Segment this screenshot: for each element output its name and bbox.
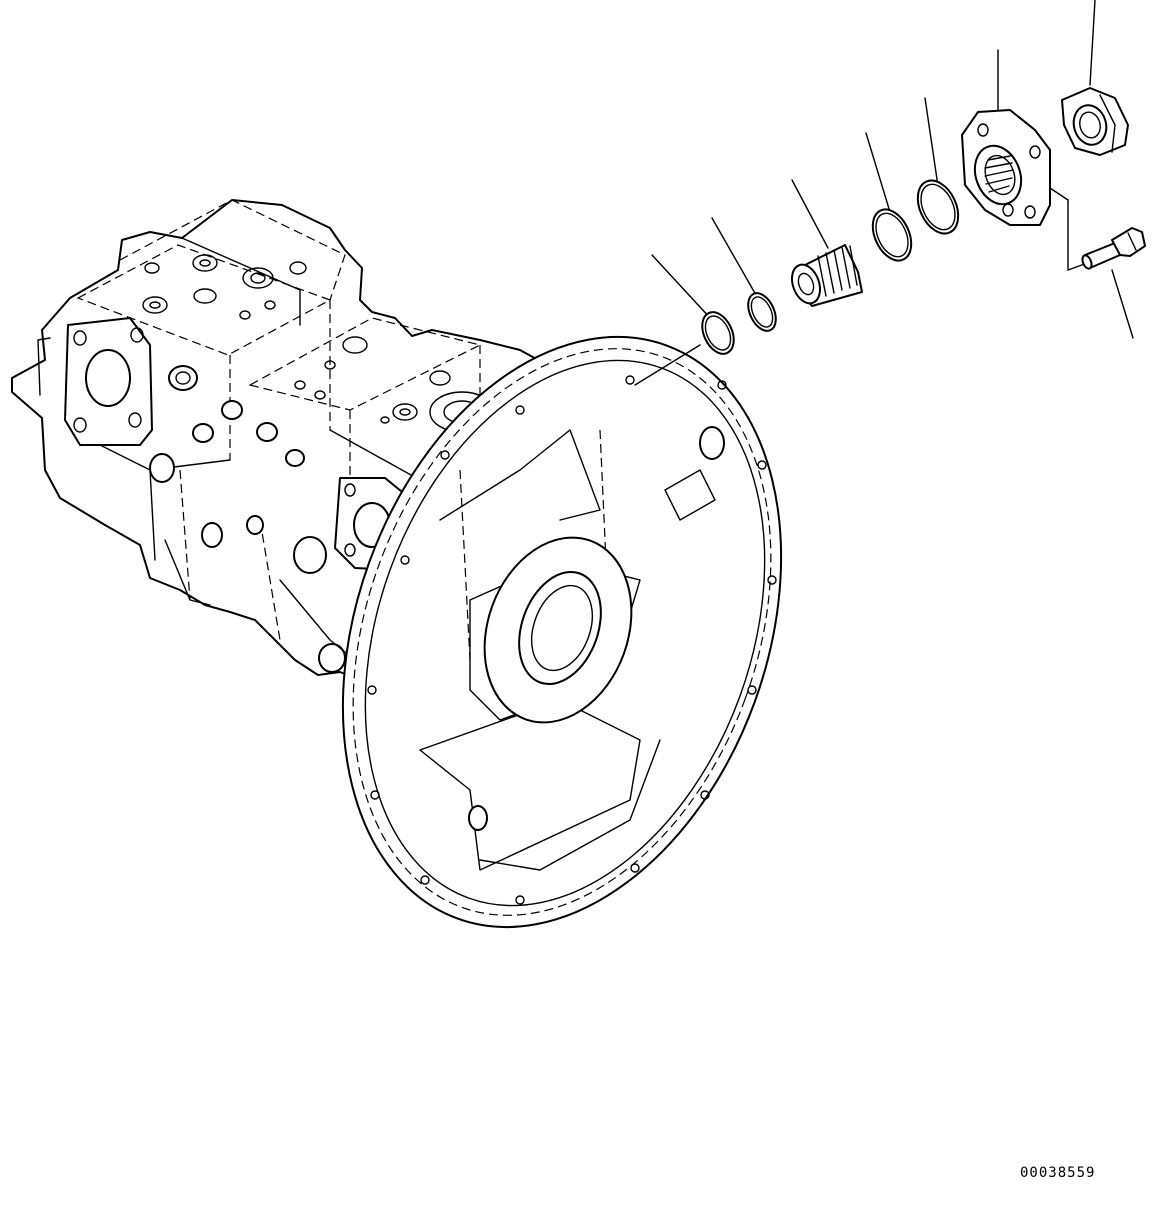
flywheel-housing [341, 335, 783, 929]
left-port-flange [64, 317, 153, 446]
o-ring-medium[interactable] [865, 132, 919, 267]
flange-bolt[interactable] [1049, 187, 1146, 339]
figure-number: 00038559 [1020, 1165, 1096, 1181]
threaded-bushing[interactable] [787, 179, 863, 307]
split-flange[interactable] [961, 49, 1051, 226]
valve-ports [142, 254, 495, 448]
o-ring-large[interactable] [651, 254, 740, 359]
o-ring-small[interactable] [711, 217, 781, 335]
hex-nut[interactable] [1061, 0, 1129, 156]
rim-bolt-holes [367, 375, 777, 905]
o-ring-outer[interactable] [910, 97, 966, 240]
